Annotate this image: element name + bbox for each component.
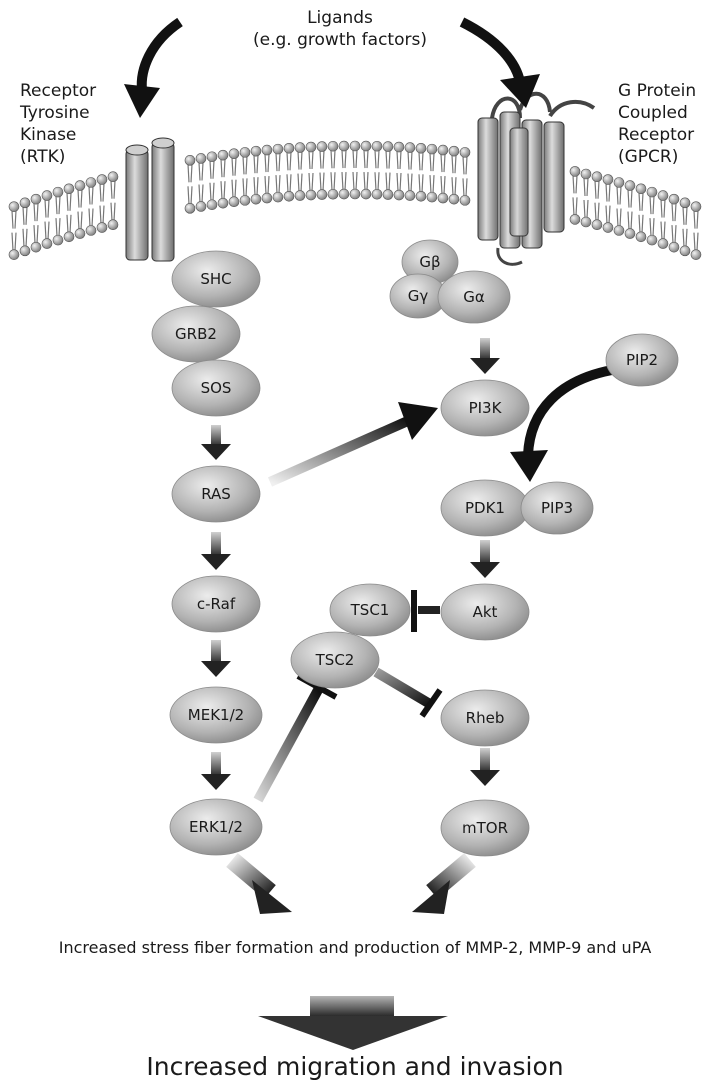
g-alpha-node: Gα [438,271,510,323]
rtk-label-line: Tyrosine [20,102,96,124]
shc-node-label: SHC [200,270,231,288]
tsc2-node-label: TSC2 [315,651,355,669]
akt-node: Akt [441,584,529,640]
pip2-node: PIP2 [606,334,678,386]
gpcr-label-line: (GPCR) [618,146,696,168]
c-raf-node: c-Raf [172,576,260,632]
tsc2-node: TSC2 [291,632,379,688]
pip2-node-label: PIP2 [626,351,658,369]
ligand-arrow-left [124,22,180,118]
pdk1-node: PDK1 [441,480,529,536]
cell-membrane [9,141,701,260]
gpcr-label-line: Coupled [618,102,696,124]
mtor-to-outcome-arrow [412,860,470,914]
rheb-node-label: Rheb [466,709,505,727]
g-beta-node-label: Gβ [419,253,440,271]
rtk-label-line: (RTK) [20,146,96,168]
ras-node-label: RAS [201,485,231,503]
gpcr-label-line: Receptor [618,124,696,146]
g-gamma-node-label: Gγ [408,287,429,305]
akt-inhibits-tsc1 [414,590,440,632]
outcome-text: Increased stress fiber formation and pro… [0,938,710,957]
final-outcome-text: Increased migration and invasion [0,1052,710,1081]
sos-node-label: SOS [201,379,232,397]
ligand-arrow-right [462,22,540,108]
mek1-2-node: MEK1/2 [170,687,262,743]
tsc2-inhibits-rheb [376,672,440,716]
gpcr-label-line: G Protein [618,80,696,102]
mtor-node: mTOR [441,800,529,856]
mek1-2-node-label: MEK1/2 [188,706,244,724]
rtk-label-line: Receptor [20,80,96,102]
pip3-node-label: PIP3 [541,499,573,517]
pi3k-node: PI3K [441,380,529,436]
pip3-node: PIP3 [521,482,593,534]
rtk-label: Receptor Tyrosine Kinase (RTK) [20,80,96,168]
g-gamma-node: Gγ [390,274,446,318]
shc-node: SHC [172,251,260,307]
tsc1-node-label: TSC1 [350,601,390,619]
erk-inhibits-tsc2 [258,676,336,800]
ras-to-pi3k-arrow [270,402,438,482]
erk1-2-node: ERK1/2 [170,799,262,855]
rheb-node: Rheb [441,690,529,746]
grb2-node: GRB2 [152,306,240,362]
gpcr-label: G Protein Coupled Receptor (GPCR) [618,80,696,168]
grb2-node-label: GRB2 [175,325,217,343]
ras-node: RAS [172,466,260,522]
c-raf-node-label: c-Raf [197,595,236,613]
akt-node-label: Akt [473,603,498,621]
pdk1-node-label: PDK1 [465,499,505,517]
mtor-node-label: mTOR [462,819,508,837]
ligands-label: Ligands (e.g. growth factors) [210,7,470,51]
ligands-line-1: Ligands [210,7,470,29]
rtk-label-line: Kinase [20,124,96,146]
ligands-line-2: (e.g. growth factors) [210,29,470,51]
tsc1-node: TSC1 [330,584,410,636]
g-alpha-node-label: Gα [463,288,485,306]
sos-node: SOS [172,360,260,416]
final-outcome-arrow [258,996,448,1050]
erk-to-outcome-arrow [232,860,292,914]
pi3k-node-label: PI3K [469,399,503,417]
pip2-to-pip3-arrow [510,370,612,482]
erk1-2-node-label: ERK1/2 [189,818,243,836]
rtk-receptor [126,138,174,261]
